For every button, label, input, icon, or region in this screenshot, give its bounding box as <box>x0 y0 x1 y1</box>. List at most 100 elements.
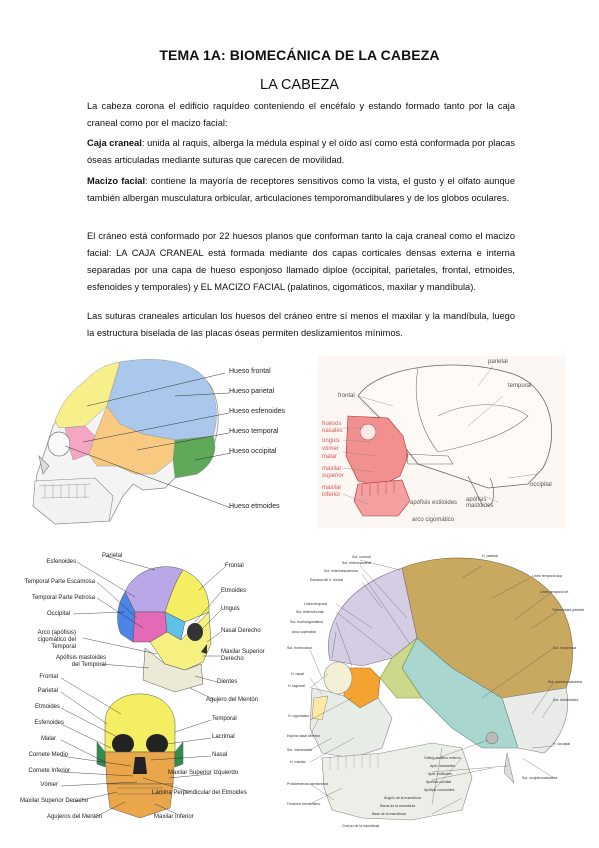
label-cornete-medio: Cornete Medio <box>28 752 68 758</box>
label-esfenoides-lower: Esfenoides <box>34 720 64 726</box>
label4-base-mandibula: Base de la mandíbula <box>372 812 406 816</box>
label-vomer-lower: Vómer <box>40 782 58 788</box>
label-unguis-f3: Unguis <box>221 606 240 612</box>
label-frontal-lower: Frontal <box>39 674 58 680</box>
label4-linea-temporal: Linea temporal <box>304 602 328 606</box>
label-temporal-escamosa: Temporal Parte Escamosa <box>24 579 95 585</box>
label-frontal: frontal <box>338 393 355 399</box>
label-parietal-f3: Parietal <box>102 553 123 559</box>
label-temporal-lower: Temporal <box>212 716 237 722</box>
paragraph-intro: La cabeza corona el edificio raquídeo co… <box>87 101 515 128</box>
label-hueso-parietal: Hueso parietal <box>229 388 275 395</box>
label4-sut-esfenofrontal: Sut. esfenofrontal <box>296 610 324 614</box>
label-agujeros-menton: Agujeros del Mentón <box>46 814 102 820</box>
label-maxilar-inferior: maxilar inferior <box>322 485 342 498</box>
label-apofisis-mastoides-temporal: Apófisis mastoides del Temporal <box>55 655 106 668</box>
figure-lateral-skull-colored <box>32 359 232 525</box>
maxilla-bone <box>309 687 393 759</box>
parietal-bone <box>401 557 573 699</box>
label-nasal: Nasal <box>212 752 228 758</box>
label-occipital-f3: Occipital <box>46 611 70 617</box>
label4-sut-frontonasal: Sut. frontonasal <box>287 646 312 650</box>
label4-sut-intermaxilar: Sut. intermaxilar <box>287 748 313 752</box>
upper-skull-jaw <box>142 647 204 693</box>
label4-orificio-auditivo: Orificio auditivo externo <box>424 756 461 760</box>
label4-angulo-mandibula: Ángulo de la mandíbula <box>384 796 421 800</box>
figure-anatomical-skull <box>309 557 573 821</box>
section-title: LA CABEZA <box>260 77 339 93</box>
label-hueso-etmoides: Hueso etmoides <box>229 503 280 510</box>
label4-h-occipital: H. occipital <box>553 742 571 746</box>
label4-apof-estiloides: Apóf. estiloides <box>428 772 452 776</box>
label4-cuerpo-mandibula: Cuerpo de la mandíbula <box>342 824 380 828</box>
label-dientes: Dientes <box>217 679 238 685</box>
label4-sut-esfenoescamosa: Sut. esfenoescamosa <box>324 569 358 573</box>
mandible-bone <box>321 742 473 821</box>
label-occipital: occipital <box>530 482 552 488</box>
paragraph-craneo: El cráneo está conformado por 22 huesos … <box>87 231 515 292</box>
label-malar: malar <box>322 454 338 460</box>
def-macizo-facial: : contiene la mayoría de receptores sens… <box>87 176 515 203</box>
label-parietal-lower: Parietal <box>37 688 58 694</box>
label-cornete-inferior: Cornete Inferior <box>28 768 70 774</box>
label4-h-parietal: H. parietal <box>482 554 498 558</box>
label4-h-lagrimal: H. lagrimal <box>288 684 305 688</box>
label4-h-nasal: H. nasal <box>291 672 304 676</box>
label4-sut-parietomastoidea: Sut. parietomastoidea <box>548 680 583 684</box>
label-temporal-petrosa: Temporal Parte Petrosa <box>31 595 95 601</box>
label-etmoides-f3: Etmoides <box>221 588 247 594</box>
label4-rama-mandibula: Rama de la mandíbula <box>380 804 416 808</box>
label-frontal-f3: Frontal <box>225 563 244 569</box>
term-macizo-facial: Macizo facial <box>87 176 146 186</box>
label4-protuberancia: Protuberancia mentoniana <box>287 782 329 786</box>
label-hueso-esfenoides: Hueso esfenoides <box>229 408 286 415</box>
label4-sut-lambdoidea: Sut. lambdoidea <box>553 698 579 702</box>
cranium-outline <box>357 364 553 489</box>
label4-linea-temporal-sup: Línea temporal sup. <box>532 574 563 578</box>
paragraph-macizo-facial: Macizo facial: contiene la mayoría de re… <box>87 173 515 207</box>
label-lacrimal: Lacrimal <box>212 734 235 740</box>
label-vomer: vómer <box>322 446 339 452</box>
label-esfenoides-f3: Esfenoides <box>46 559 76 565</box>
label-maxilar-superior-izquierdo: Maxilar Superior Izquierdo <box>168 770 239 776</box>
label4-foramen-mentoniano: Foramen mentoniano <box>287 802 321 806</box>
label4-sut-frontocigomatica: Sut. frontocigomática <box>290 620 323 624</box>
label4-tuberosidad-parietal: Tuberosidad parietal <box>552 608 584 612</box>
label4-sut-occipitomastoidea: Sut. occipitomastoidea <box>522 776 558 780</box>
label4-arco-superciliar: Arco superciliar <box>292 630 317 634</box>
label-arco-cigomatico: arco cigomático <box>412 517 455 523</box>
label-maxilar-superior-derecho: Maxilar Superior Derecho <box>221 649 265 662</box>
label-etmoides-lower: Etmoides <box>34 704 60 710</box>
label-huesos-nasales: huesos nasales <box>322 421 343 434</box>
label-apofisis-estiloides: apófisis estiloides <box>410 500 458 506</box>
label4-espina-nasal: Espina nasal anterior <box>287 734 320 738</box>
label4-apof-condilar: Apófisis condilar <box>426 780 452 784</box>
label-maxilar-superior-derecho-lower: Maxilar Superior Derecho <box>20 798 89 804</box>
term-caja-craneal: Caja craneal <box>87 138 142 148</box>
label-nasal-derecho: Nasal Derecho <box>221 628 261 634</box>
paragraph-suturas: Las suturas craneales articulan los hues… <box>87 311 515 338</box>
label-hueso-temporal: Hueso temporal <box>229 428 279 435</box>
label4-h-maxilar: H. maxilar <box>290 760 306 764</box>
label-lamina-perpendicular: Lámina Perpendicular del Etmoides <box>152 790 247 796</box>
paragraph-caja-craneal: Caja craneal: unida al raquis, alberga l… <box>87 135 515 169</box>
page-title: TEMA 1A: BIOMECÁNICA DE LA CABEZA <box>159 47 440 63</box>
label-maxilar-inferior-f3: Maxilar Inferior <box>154 814 194 820</box>
label-parietal: parietal <box>488 359 508 365</box>
frontal-bone <box>328 567 418 667</box>
label-maxilar-superior: maxilar superior <box>322 466 344 479</box>
label4-apof-mastoides: Apóf. mastoides <box>430 764 456 768</box>
label4-linea-temporal-inf: Línea temporal inf. <box>540 590 569 594</box>
def-caja-craneal: : unida al raquis, alberga la médula esp… <box>87 138 515 165</box>
label-hueso-occipital: Hueso occipital <box>229 448 277 455</box>
label4-h-cigomatico: H. cigomático <box>288 714 310 718</box>
temporal-region <box>88 405 176 475</box>
label-apofisis-mastoides: apófisis mastoides <box>466 497 494 509</box>
occipital-region <box>172 435 216 479</box>
label4-escama-frontal: Escama del h. frontal <box>310 578 343 582</box>
label4-sut-escamosa: Sut. escamosa <box>553 646 577 650</box>
figure-sketch-skull <box>318 356 566 528</box>
label-arco-cigomatico-temporal: Arco (apófisis) cigomático del Temporal <box>37 630 76 650</box>
label4-sut-coronal: Sut. coronal <box>352 555 371 559</box>
label-malar-lower: Malar <box>40 736 56 742</box>
